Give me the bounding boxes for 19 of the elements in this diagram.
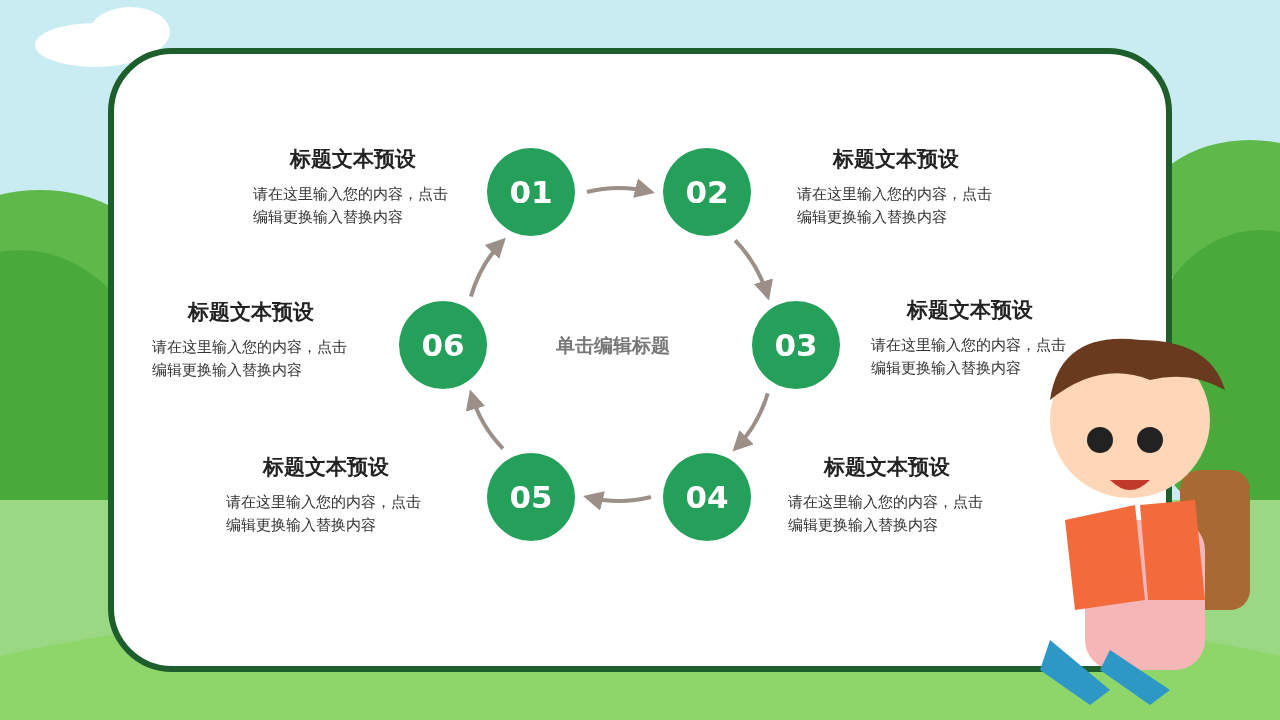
step-description: 请在这里输入您的内容，点击编辑更换输入替换内容 xyxy=(253,184,449,228)
step-description: 请在这里输入您的内容，点击编辑更换输入替换内容 xyxy=(788,492,984,536)
center-title: 单击编辑标题 xyxy=(556,333,670,358)
arrow xyxy=(733,239,773,301)
step-heading: 标题文本预设 xyxy=(263,454,389,481)
step-heading: 标题文本预设 xyxy=(833,146,959,173)
step-heading: 标题文本预设 xyxy=(824,454,950,481)
step-description: 请在这里输入您的内容，点击编辑更换输入替换内容 xyxy=(152,337,348,381)
step-heading: 标题文本预设 xyxy=(907,297,1033,324)
step-description: 请在这里输入您的内容，点击编辑更换输入替换内容 xyxy=(226,492,422,536)
arrow xyxy=(466,389,505,450)
arrow xyxy=(583,490,652,511)
step-description: 请在这里输入您的内容，点击编辑更换输入替换内容 xyxy=(797,184,993,228)
arrow xyxy=(469,237,506,298)
arrow xyxy=(586,178,655,199)
step-heading: 标题文本预设 xyxy=(188,299,314,326)
step-heading: 标题文本预设 xyxy=(290,146,416,173)
step-description: 请在这里输入您的内容，点击编辑更换输入替换内容 xyxy=(871,335,1067,379)
arrow xyxy=(732,392,770,452)
